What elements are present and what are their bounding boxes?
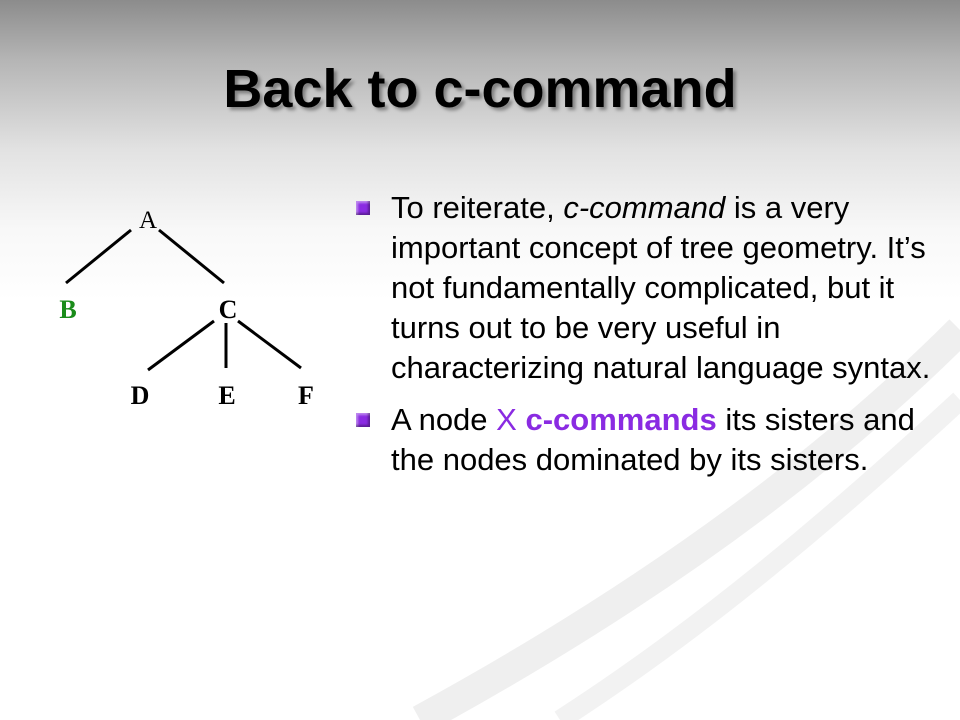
tree-node-c: C	[219, 295, 238, 324]
node-variable-x: X	[496, 402, 517, 437]
edge-a-c	[158, 228, 225, 285]
slide-title: Back to c-command	[223, 59, 737, 119]
bullet-list: To reiterate, c-command is a very import…	[352, 188, 948, 480]
bullet-text: To reiterate,	[391, 190, 564, 225]
bullet-item-definition: A node X c-commands its sisters and the …	[352, 400, 948, 480]
tree-node-f: F	[298, 381, 314, 410]
tree-node-b: B	[59, 295, 76, 324]
square-bullet-icon	[356, 201, 370, 215]
edge-c-f	[237, 319, 302, 370]
square-bullet-icon	[356, 413, 370, 427]
tree-node-d: D	[131, 381, 150, 410]
bullet-item-reiterate: To reiterate, c-command is a very import…	[352, 188, 948, 388]
c-commands-term: c-commands	[525, 402, 717, 437]
edge-c-d	[147, 319, 215, 372]
c-command-emphasis: c-command	[563, 190, 726, 225]
edge-a-b	[65, 228, 132, 285]
tree-node-a: A	[139, 207, 157, 234]
tree-node-e: E	[218, 381, 235, 410]
bullet-text: A node	[391, 402, 497, 437]
syntax-tree-diagram: A B C D E F	[59, 207, 314, 410]
bullet-text: is a very important concept of tree geom…	[391, 190, 931, 385]
bullet-text: its sisters and the nodes dominated by i…	[391, 402, 915, 477]
